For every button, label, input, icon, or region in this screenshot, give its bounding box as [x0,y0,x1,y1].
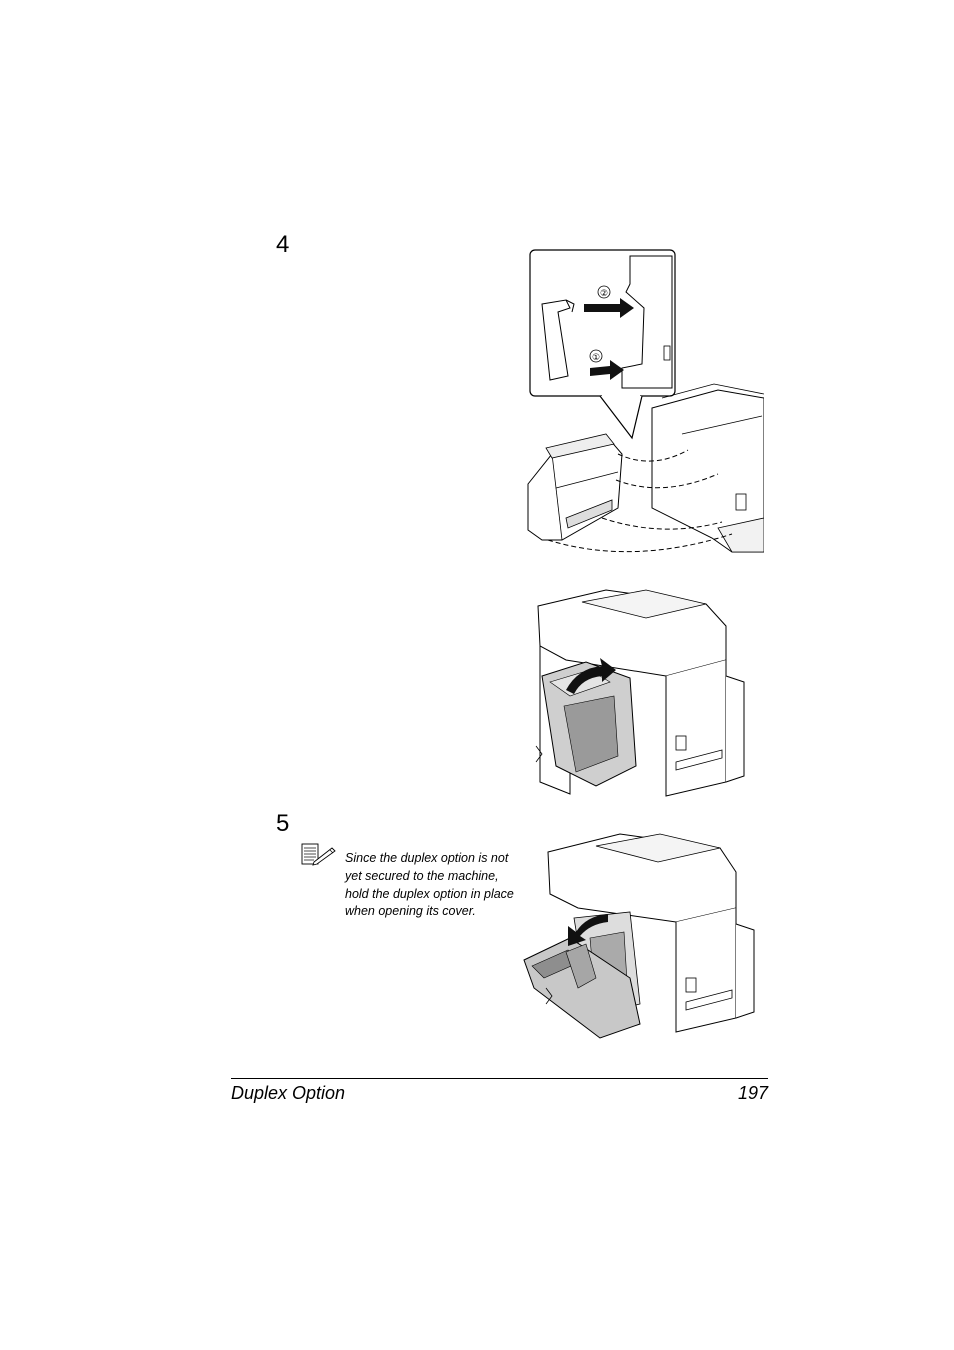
footer-page-number: 197 [737,1083,768,1103]
open-arrow-icon [568,914,608,946]
duplex-mounted-illustration [535,589,745,797]
note-pad-pencil-icon [301,843,336,866]
note-text: Since the duplex option is not yet secur… [345,851,514,919]
step-number-4: 4 [276,231,290,258]
footer-divider [231,1078,768,1079]
duplex-attach-illustration: ② ① [527,249,764,553]
arrow-2-icon [584,298,634,318]
step-number-5: 5 [276,810,290,837]
arrow-1-icon [590,360,624,380]
callout-label-2: ② [600,289,608,299]
rotate-arrow-icon [566,658,616,694]
footer-section-title: Duplex Option [231,1083,346,1103]
open-duplex-cover-illustration [523,833,755,1039]
callout-label-1: ① [592,353,600,363]
